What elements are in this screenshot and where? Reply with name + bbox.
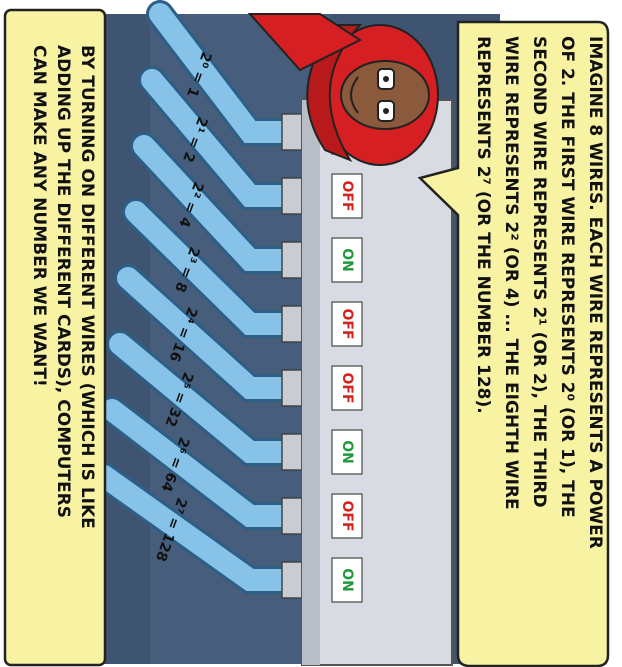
wire-plug [281,369,303,407]
wire-plug [281,561,303,599]
speech-line: WIRE REPRESENTS 2² (OR 4) ... THE EIGHTH… [501,36,521,510]
wire-switch[interactable] [331,493,363,539]
caption-text: BY TURNING ON DIFFERENT WIRES (WHICH IS … [29,45,97,529]
speech-line: IMAGINE 8 WIRES. EACH WIRE REPRESENTS A … [585,36,605,549]
wire-switch[interactable] [331,237,363,283]
wire-plug [281,113,303,151]
wire-switch[interactable] [331,429,363,475]
wire-plug [281,497,303,535]
caption-line: ADDING UP THE DIFFERENT CARDS), COMPUTER… [53,45,73,518]
speech-text: IMAGINE 8 WIRES. EACH WIRE REPRESENTS A … [473,36,605,549]
switch-state: OFF [339,308,355,339]
switch-state: ON [339,568,355,592]
wire-fill [117,267,301,399]
wire-fill [149,3,301,143]
wire-switch[interactable] [331,557,363,603]
switch-state: OFF [339,500,355,531]
wire-fill [141,69,301,207]
wire-plug [281,177,303,215]
switch-layer: ONOFFONOFFOFFONOFFON [331,109,363,603]
switch-state: OFF [339,180,355,211]
switch-state: ON [339,440,355,464]
wire-switch[interactable] [331,301,363,347]
wire-fill [101,399,301,527]
speech-line: OF 2. THE FIRST WIRE REPRESENTS 2⁰ (OR 1… [557,36,577,518]
speech-line: SECOND WIRE REPRESENTS 2¹ (OR 2), THE TH… [529,36,549,508]
switch-state: OFF [339,372,355,403]
caption-box [3,8,107,667]
wire-fill [109,333,301,463]
wire-switch[interactable] [331,365,363,411]
wire-fill [93,465,301,591]
wire-switch[interactable] [331,173,363,219]
caption-line: CAN MAKE ANY NUMBER WE WANT! [29,45,49,387]
wire-fill [125,201,301,335]
wire-fill [133,135,301,271]
character [306,24,439,166]
speech-bubble [417,20,610,667]
speech-line: REPRESENTS 2⁷ (OR THE NUMBER 128). [473,36,493,414]
switch-state: ON [339,248,355,272]
wire-plug [281,241,303,279]
wire-plug [281,305,303,343]
wire-plug [281,433,303,471]
caption-line: BY TURNING ON DIFFERENT WIRES (WHICH IS … [77,45,97,529]
